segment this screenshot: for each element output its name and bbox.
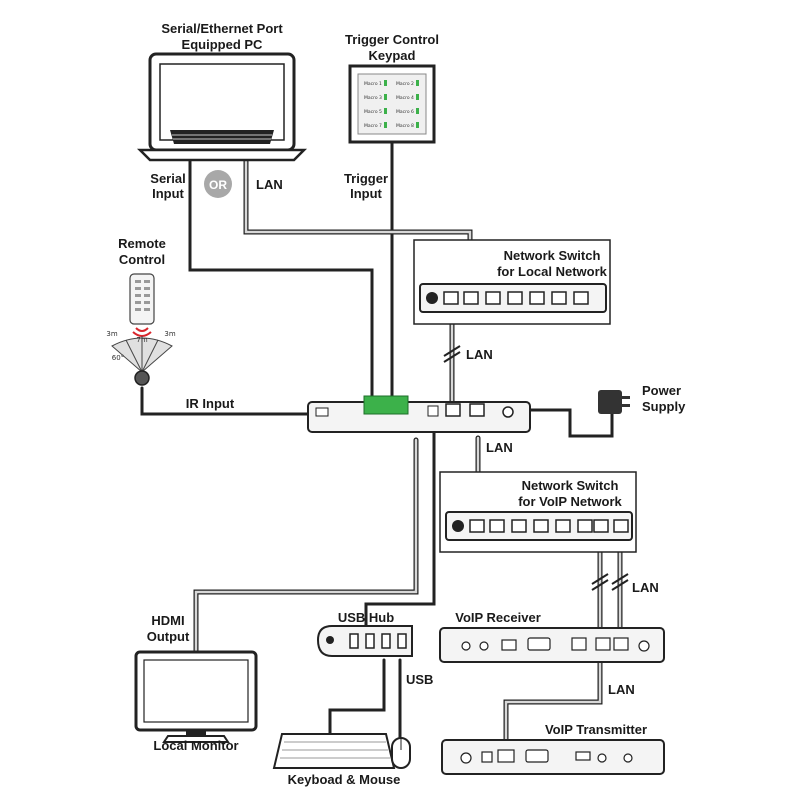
lan-voip-label: LAN — [632, 580, 659, 595]
cable-breaks — [443, 345, 629, 591]
ir-cable — [140, 386, 310, 416]
local-monitor-label: Local Monitor — [153, 738, 238, 753]
ir-input-label: IR Input — [186, 396, 235, 411]
keypad-led — [384, 108, 387, 114]
keypad-led — [384, 122, 387, 128]
keyboard — [272, 733, 396, 769]
keypad-button-label: Macro 6 — [396, 109, 414, 115]
hdmi-output-label: HDMI — [151, 613, 184, 628]
trigger-input-label-2: Input — [350, 186, 382, 201]
keypad-button: Macro 8 — [396, 122, 419, 129]
voip-transmitter — [441, 739, 665, 775]
switch-voip-subtitle: for VoIP Network — [518, 494, 622, 509]
network-switch-voip — [439, 471, 637, 553]
mouse — [391, 737, 411, 769]
angle-label: 60° — [112, 354, 124, 362]
pc-title: Serial/Ethernet Port — [161, 21, 283, 36]
keypad-button-label: Macro 2 — [396, 81, 414, 87]
range-mid-label: 7m — [136, 336, 147, 344]
remote-title: Remote — [118, 236, 166, 251]
keypad-led — [416, 122, 419, 128]
lan-upper-label: LAN — [466, 347, 493, 362]
power-supply — [598, 390, 630, 414]
keypad-led — [416, 80, 419, 86]
network-switch-local — [413, 239, 611, 325]
hdmi-output-label-2: Output — [147, 629, 190, 644]
usb-cable — [364, 422, 436, 632]
range-left-label: 3m — [106, 330, 117, 338]
diagram-labels: Serial/Ethernet Port Equipped PC Trigger… — [106, 21, 686, 787]
keypad-subtitle: Keypad — [369, 48, 416, 63]
or-text: OR — [209, 178, 227, 192]
local-monitor — [134, 650, 258, 743]
trigger-keypad — [348, 64, 436, 144]
pc-lan-label: LAN — [256, 177, 283, 192]
voip-receiver-label: VoIP Receiver — [455, 610, 541, 625]
pc-subtitle: Equipped PC — [182, 37, 264, 52]
keypad-led — [384, 80, 387, 86]
keypad-led — [416, 108, 419, 114]
keypad-button: Macro 4 — [396, 94, 419, 101]
serial-cable — [188, 150, 374, 404]
voip-transmitter-label: VoIP Transmitter — [545, 722, 647, 737]
remote-control — [111, 273, 173, 386]
keypad-button: Macro 6 — [396, 108, 419, 115]
keypad-button: Macro 3 — [364, 94, 387, 101]
usb-hub-label: USB Hub — [338, 610, 394, 625]
keypad-button-label: Macro 8 — [396, 123, 414, 129]
remote-subtitle: Control — [119, 252, 165, 267]
keypad-button-label: Macro 3 — [364, 95, 382, 101]
switch-local-title: Network Switch — [504, 248, 601, 263]
power-cable — [528, 408, 614, 438]
keypad-button: Macro 7 — [364, 122, 387, 129]
serial-input-label: Serial — [150, 171, 185, 186]
serial-input-label-2: Input — [152, 186, 184, 201]
main-unit — [307, 395, 531, 433]
keypad-button: Macro 1 — [364, 80, 387, 87]
usb-label: USB — [406, 672, 433, 687]
keypad-button-grid: Macro 1 Macro 2 Macro 3 Macro 4 Macro 5 Macro… — [364, 80, 419, 129]
keypad-button: Macro 2 — [396, 80, 419, 87]
or-badge — [204, 170, 232, 198]
keypad-led — [416, 94, 419, 100]
supply-label: Supply — [642, 399, 686, 414]
pc-laptop — [136, 52, 308, 162]
keyboard-cable — [328, 658, 386, 737]
voip-receiver — [439, 627, 665, 663]
keyboard-mouse-label: Keyboad & Mouse — [288, 772, 401, 787]
trigger-input-label: Trigger — [344, 171, 388, 186]
switch-local-subtitle: for Local Network — [497, 264, 608, 279]
cables — [140, 138, 623, 743]
keypad-led — [384, 94, 387, 100]
keypad-button-label: Macro 7 — [364, 123, 382, 129]
usb-hub — [316, 625, 413, 657]
keypad-button: Macro 5 — [364, 108, 387, 115]
lan-lower-label: LAN — [486, 440, 513, 455]
range-right-label: 3m — [164, 330, 175, 338]
keypad-button-label: Macro 5 — [364, 109, 382, 115]
keypad-title: Trigger Control — [345, 32, 439, 47]
keypad-button-label: Macro 1 — [364, 81, 382, 87]
power-label: Power — [642, 383, 681, 398]
lan-tx-label: LAN — [608, 682, 635, 697]
switch-voip-title: Network Switch — [522, 478, 619, 493]
keypad-button-label: Macro 4 — [396, 95, 414, 101]
